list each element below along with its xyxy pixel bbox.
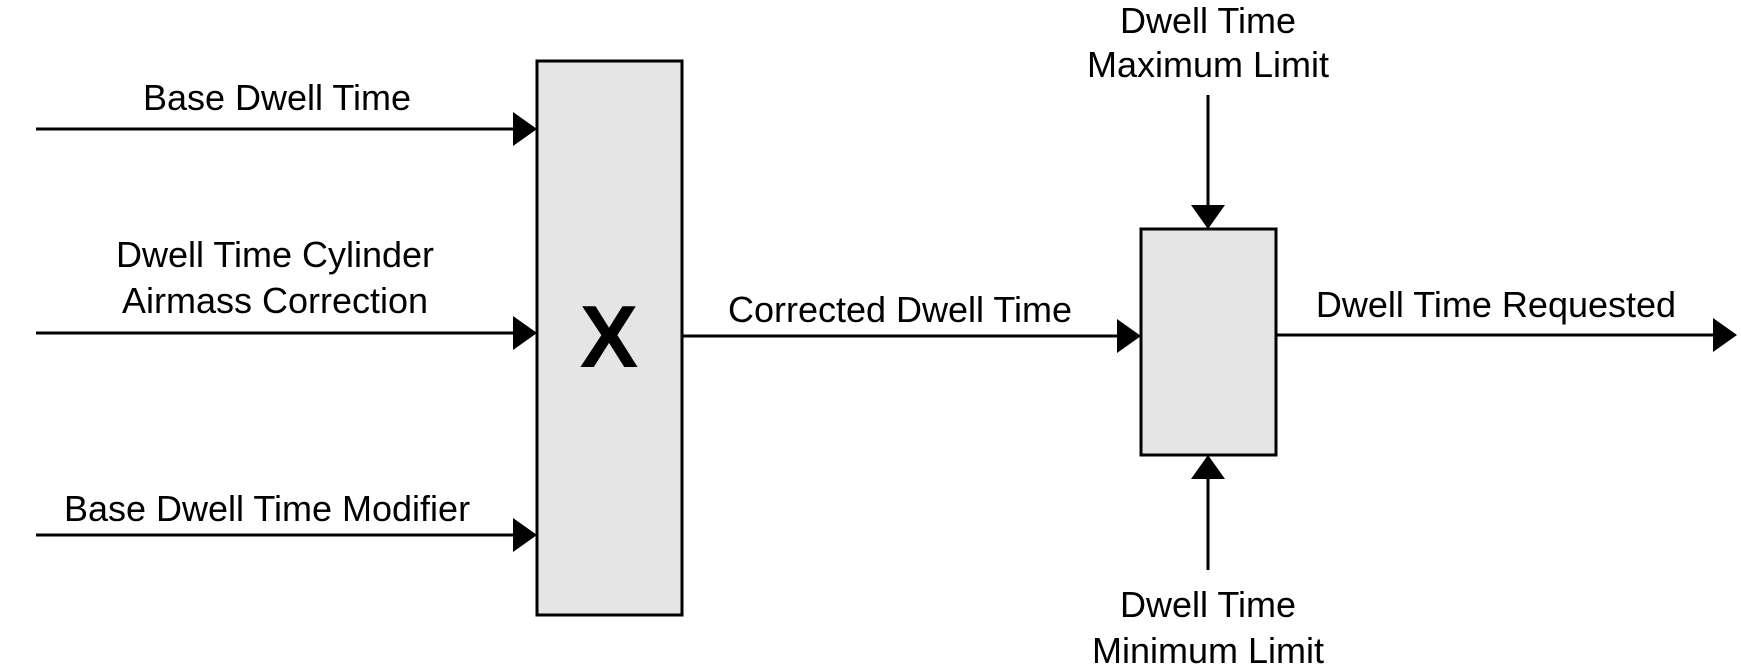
label-base-dwell-time: Base Dwell Time: [143, 77, 411, 118]
label-base-dwell-time-modifier: Base Dwell Time Modifier: [64, 488, 470, 529]
label-min-limit-line1: Dwell Time: [1120, 584, 1296, 625]
label-min-limit-line2: Minimum Limit: [1092, 630, 1324, 669]
label-corrected-dwell-time: Corrected Dwell Time: [728, 289, 1072, 330]
arrowhead-dwell-time-requested: [1713, 318, 1737, 352]
multiplier-block: [535, 59, 684, 617]
limiter-block: [1139, 227, 1278, 457]
arrowhead-base-dwell-time-modifier: [513, 518, 537, 552]
arrowhead-base-dwell-time: [513, 112, 537, 146]
arrowhead-cylinder-airmass: [513, 316, 537, 350]
label-cylinder-airmass-line2: Airmass Correction: [122, 280, 428, 321]
label-dwell-time-requested: Dwell Time Requested: [1316, 284, 1676, 325]
arrowhead-max-limit: [1191, 205, 1225, 229]
arrowhead-min-limit: [1191, 455, 1225, 479]
multiplier-symbol: X: [580, 287, 639, 386]
arrowhead-corrected-dwell-time: [1117, 319, 1141, 353]
label-max-limit-line1: Dwell Time: [1120, 0, 1296, 41]
label-max-limit-line2: Maximum Limit: [1087, 44, 1329, 85]
label-cylinder-airmass-line1: Dwell Time Cylinder: [116, 234, 434, 275]
